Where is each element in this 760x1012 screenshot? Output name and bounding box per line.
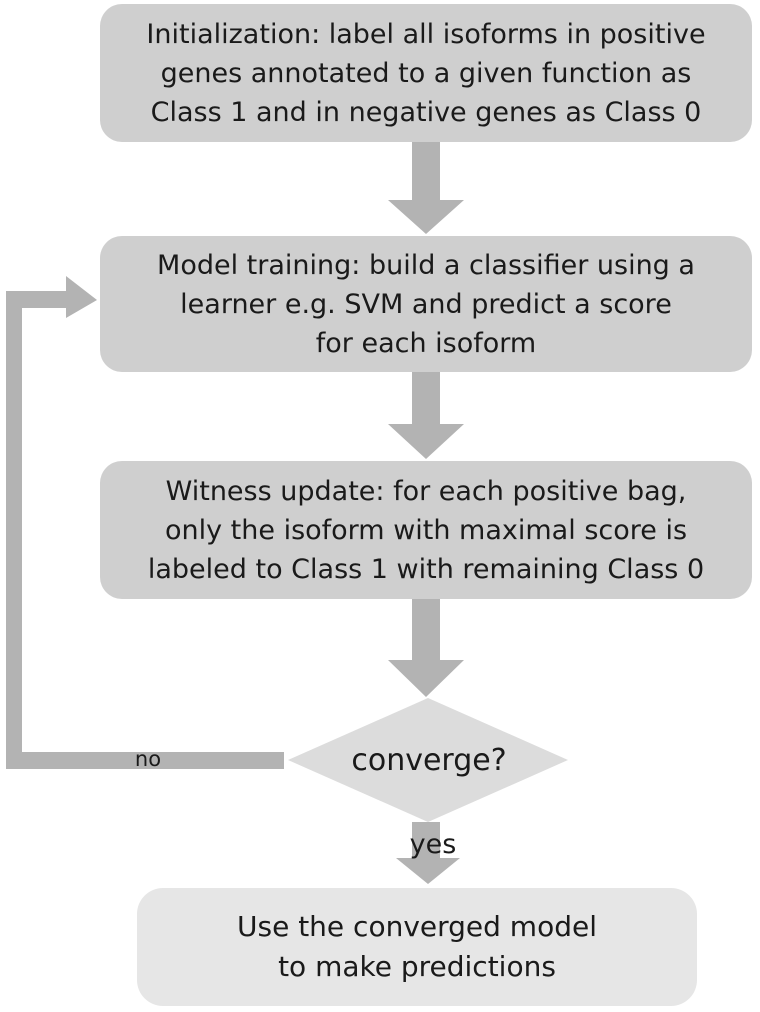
decision-label: converge? — [351, 742, 507, 778]
arrow-training-to-witness — [388, 372, 464, 459]
decision-diamond — [288, 698, 568, 822]
step-model-training-text: Model training: build a classifier using… — [157, 249, 695, 359]
arrow-yes-to-final — [396, 822, 460, 884]
step-witness-update-text: Witness update: for each positive bag, o… — [147, 475, 705, 585]
step-model-training-box: Model training: build a classifier using… — [100, 236, 752, 372]
final-step-box: Use the converged model to make predicti… — [137, 888, 697, 1006]
step-initialization-text: Initialization: label all isoforms in po… — [146, 18, 706, 128]
step-initialization-box: Initialization: label all isoforms in po… — [100, 4, 752, 142]
final-step-text: Use the converged model to make predicti… — [236, 910, 597, 983]
arrow-init-to-training — [388, 142, 464, 234]
yes-label: yes — [409, 828, 457, 860]
step-witness-update-box: Witness update: for each positive bag, o… — [100, 461, 752, 599]
arrow-witness-to-decision — [388, 599, 464, 697]
no-label: no — [134, 747, 162, 771]
